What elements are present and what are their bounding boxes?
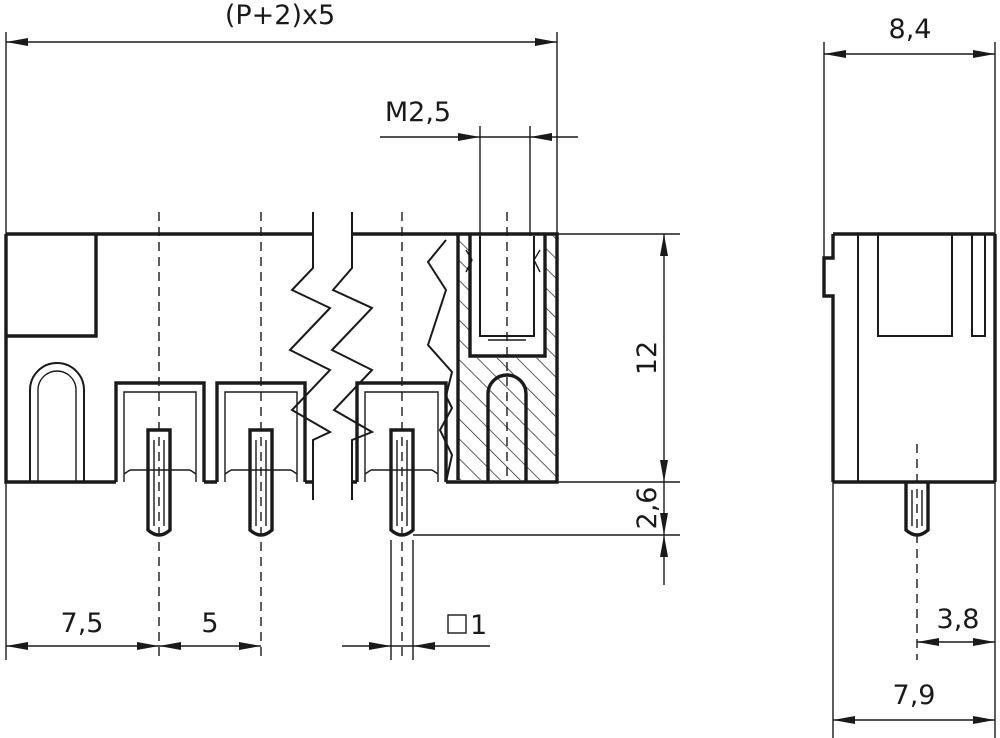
dim-pin-length-label: 2,6: [632, 487, 663, 530]
left-slot: [29, 362, 85, 482]
dim-base-depth: 7,9: [832, 482, 995, 738]
body-outline-right: [352, 232, 559, 484]
dim-thread-label: M2,5: [385, 97, 451, 128]
side-body-outline: [822, 232, 995, 484]
side-view: [822, 232, 997, 660]
side-inner-walls: [857, 234, 986, 482]
front-view: [4, 212, 559, 660]
dim-side-width-label: 8,4: [889, 14, 932, 45]
section-hatch: [458, 236, 556, 480]
dim-height-label: 12: [632, 341, 663, 375]
pin-pocket-1-inner: [123, 391, 197, 482]
dim-pin-square-label: 1: [470, 610, 487, 641]
dim-height: 12: [557, 233, 680, 483]
dim-pitch-label: 5: [201, 608, 218, 639]
dim-thread: M2,5: [380, 97, 578, 236]
dim-total-width: (P+2)x5: [5, 0, 558, 234]
left-slot-inner: [37, 370, 77, 482]
dim-base-depth-label: 7,9: [893, 680, 936, 711]
dim-offset-pitch: 7,5 5: [5, 482, 261, 660]
break-line-2: [330, 212, 375, 500]
dim-pin-offset-side-label: 3,8: [937, 604, 980, 635]
break-line-1: [288, 212, 333, 500]
dim-offset-label: 7,5: [61, 608, 104, 639]
screw-thread: [465, 249, 541, 341]
dim-pin-length: 2,6: [413, 482, 680, 585]
section-zigzag: [426, 239, 454, 483]
dim-total-width-label: (P+2)x5: [225, 0, 335, 31]
wire-entry: [486, 373, 528, 482]
dim-side-width: 8,4: [823, 14, 996, 258]
dim-pin-square: 1: [342, 540, 490, 660]
pin-pocket-1: [114, 381, 206, 482]
dim-pin-offset-side: 3,8: [917, 482, 996, 738]
